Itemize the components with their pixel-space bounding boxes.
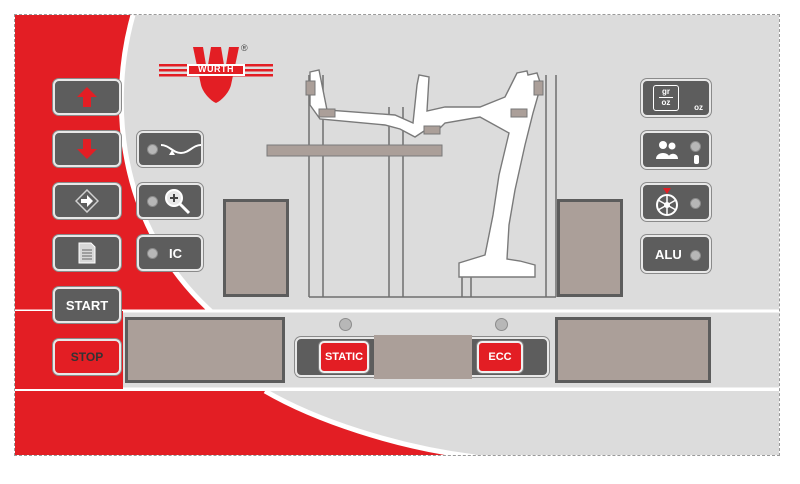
wheel-led xyxy=(690,198,701,209)
ecc-label: ECC xyxy=(488,351,512,363)
ecc-led xyxy=(495,318,508,331)
static-led xyxy=(339,318,352,331)
arrow-up-button[interactable] xyxy=(53,79,121,115)
document-icon xyxy=(78,242,96,264)
alu-button[interactable]: ALU xyxy=(641,235,711,273)
start-button[interactable]: START xyxy=(53,287,121,323)
menu-button[interactable] xyxy=(53,235,121,271)
arrow-down-icon xyxy=(77,139,97,159)
balancer-panel: WURTH ® START STOP xyxy=(14,14,780,456)
enter-button[interactable] xyxy=(53,183,121,219)
units-corner: oz xyxy=(694,103,703,112)
right-weight-display xyxy=(555,317,711,383)
alu-label: ALU xyxy=(655,246,682,262)
arrow-down-button[interactable] xyxy=(53,131,121,167)
units-oz: oz xyxy=(661,98,671,107)
static-label: STATIC xyxy=(324,351,364,363)
zoom-button[interactable] xyxy=(137,183,203,219)
wheel-weights-icon xyxy=(160,144,201,155)
units-gr: gr xyxy=(662,87,670,96)
users-button[interactable] xyxy=(641,131,711,169)
users-led xyxy=(690,141,701,152)
weights-led xyxy=(147,144,158,155)
start-label: START xyxy=(65,297,109,313)
users-icon xyxy=(656,141,678,159)
person-small-icon xyxy=(694,155,699,164)
wheel-icon xyxy=(656,188,678,216)
zoom-icon xyxy=(165,189,191,215)
center-display xyxy=(374,335,472,379)
registered-mark: ® xyxy=(241,43,248,53)
scale-icon: gr oz xyxy=(653,85,679,111)
left-upper-display xyxy=(223,199,289,297)
ic-button[interactable]: IC xyxy=(137,235,203,271)
wheel-schematic xyxy=(308,75,557,298)
ic-led xyxy=(147,248,158,259)
right-upper-display xyxy=(557,199,623,297)
arrow-up-icon xyxy=(77,87,97,107)
wurth-logo: WURTH ® xyxy=(159,43,273,105)
zoom-led xyxy=(147,196,158,207)
wheel-button[interactable] xyxy=(641,183,711,221)
stop-button[interactable]: STOP xyxy=(53,339,121,375)
ic-label: IC xyxy=(169,245,182,261)
ecc-button[interactable]: ECC xyxy=(477,341,523,373)
enter-icon xyxy=(75,189,99,213)
alu-led xyxy=(690,250,701,261)
brand-name: WURTH xyxy=(198,64,234,74)
stop-label: STOP xyxy=(70,350,104,364)
left-weight-display xyxy=(125,317,285,383)
weights-mode-button[interactable] xyxy=(137,131,203,167)
static-button[interactable]: STATIC xyxy=(319,341,369,373)
units-button[interactable]: gr oz oz xyxy=(641,79,711,117)
